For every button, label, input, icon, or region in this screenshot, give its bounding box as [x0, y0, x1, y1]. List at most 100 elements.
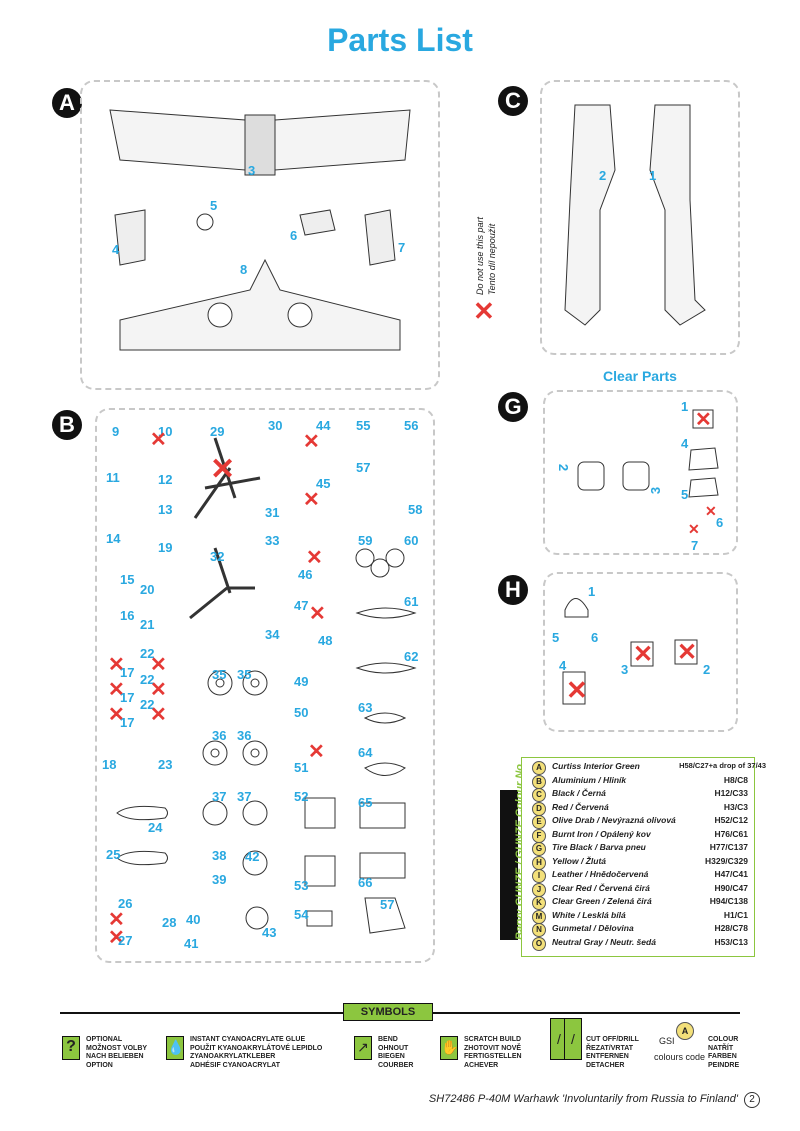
do-not-use-cross-icon: ✕ — [677, 639, 698, 666]
part-label-a7: 7 — [398, 240, 406, 255]
symbols-title: SYMBOLS — [343, 1003, 433, 1021]
part-label-h5: 5 — [552, 630, 560, 645]
do-not-use-cross-icon: ✕ — [306, 547, 323, 569]
part-label-b54: 54 — [294, 907, 309, 922]
do-not-use-cross-icon: ✕ — [150, 429, 167, 451]
colour-code: H28/C78 — [714, 923, 748, 933]
sprue-a-drawing — [109, 109, 411, 351]
colour-code: H76/C61 — [714, 828, 748, 839]
colour-letter: H — [532, 855, 546, 870]
part-label-b50: 50 — [294, 705, 309, 720]
part-label-g1: 1 — [681, 399, 689, 414]
colours-code-label: colours code — [654, 1052, 706, 1062]
part-label-h6: 6 — [591, 630, 599, 645]
part-label-b27: 27 — [118, 933, 133, 948]
page-number: 2 — [744, 1092, 760, 1108]
part-label-b36a: 36 — [212, 728, 227, 743]
symbol-text-cut: CUT OFF/DRILL ŘEZAT/VRTAT ENTFERNEN DETA… — [586, 1036, 639, 1069]
part-label-b42: 42 — [245, 849, 260, 864]
sprue-g-drawing — [577, 409, 719, 498]
part-label-b32: 32 — [210, 549, 225, 564]
part-label-a6: 6 — [290, 228, 298, 243]
colour-letter: D — [532, 801, 546, 816]
part-label-b44: 44 — [316, 418, 331, 433]
lower-wing — [119, 258, 401, 351]
do-not-use-cross-icon: ✕ — [705, 503, 717, 519]
part-label-a8: 8 — [240, 262, 248, 277]
part-label-b60: 60 — [404, 533, 419, 548]
part-label-b37b: 37 — [237, 789, 252, 804]
do-not-use-cross-icon: ✕ — [308, 741, 325, 763]
part-label-b36b: 36 — [237, 728, 252, 743]
part-label-b56: 56 — [404, 418, 419, 433]
part-label-b17c: 17 — [120, 715, 135, 730]
colour-letter: M — [532, 909, 546, 924]
part-label-b58: 58 — [408, 502, 423, 517]
part-label-b64: 64 — [358, 745, 373, 760]
part-label-b11: 11 — [106, 470, 120, 485]
part-label-g3: 3 — [648, 486, 664, 495]
do-not-use-cross-icon: ✕ — [210, 453, 236, 486]
sprue-b-drawing — [116, 437, 417, 934]
colour-code: H8/C8 — [723, 774, 748, 785]
part-label-b62: 62 — [404, 649, 419, 664]
colour-name: Gunmetal / Dělovina — [552, 923, 634, 933]
part-label-b37a: 37 — [212, 789, 227, 804]
part-label-b55: 55 — [356, 418, 371, 433]
symbol-text-bend: BEND OHNOUT BIEGEN COURBER — [378, 1036, 414, 1069]
sprue-h-frame — [543, 572, 738, 732]
do-not-use-text-cz: Tento díl nepoužít — [487, 223, 497, 295]
part-label-h1: 1 — [588, 584, 596, 599]
colour-letter: N — [532, 923, 546, 937]
part-label-b17b: 17 — [120, 690, 135, 705]
clear-parts-title: Clear Parts — [603, 368, 677, 384]
fuselage-half-2 — [564, 104, 616, 326]
colour-code: H52/C12 — [714, 815, 748, 825]
colour-name: Clear Red / Červená čirá — [552, 882, 650, 893]
do-not-use-cross-icon: ✕ — [303, 489, 320, 511]
part-label-g4: 4 — [681, 436, 689, 451]
part-label-b13: 13 — [158, 502, 173, 517]
part-label-b15: 15 — [120, 572, 135, 587]
colour-code: H77/C137 — [709, 842, 748, 852]
colour-name: Yellow / Žlutá — [552, 855, 606, 866]
colour-name: Aluminium / Hliník — [552, 774, 627, 785]
colour-letter: G — [532, 842, 546, 856]
part-label-b22c: 22 — [140, 697, 155, 712]
part-label-b51: 51 — [294, 760, 309, 775]
part-label-b24: 24 — [148, 820, 163, 835]
sprue-label-b: B — [52, 410, 82, 440]
part-label-a5: 5 — [210, 198, 218, 213]
wheel-well-7 — [364, 209, 396, 266]
part-label-b18: 18 — [102, 757, 117, 772]
do-not-use-cross-icon: ✕ — [473, 296, 495, 326]
cut-off-icon: / — [564, 1018, 582, 1060]
colour-letter: K — [532, 896, 546, 910]
part-label-b45: 45 — [316, 476, 331, 491]
part-label-b39: 39 — [212, 872, 227, 887]
part-label-c2: 2 — [599, 168, 607, 183]
part-label-b25: 25 — [106, 847, 121, 862]
part-label-b41: 41 — [184, 936, 199, 951]
colour-letter: E — [532, 815, 546, 829]
part-label-b16: 16 — [120, 608, 135, 623]
part-label-b61: 61 — [404, 594, 419, 609]
part-label-c1: 1 — [649, 168, 657, 183]
part-label-b22a: 22 — [140, 646, 155, 661]
do-not-use-cross-icon: ✕ — [150, 704, 167, 726]
colour-code: H1/C1 — [723, 909, 748, 920]
part-label-g7: 7 — [691, 538, 699, 553]
colour-name: Red / Červená — [552, 801, 609, 812]
part-label-b22b: 22 — [140, 672, 155, 687]
colour-letter: F — [532, 828, 546, 843]
do-not-use-cross-icon: ✕ — [108, 909, 125, 931]
colour-letter: C — [532, 788, 546, 802]
